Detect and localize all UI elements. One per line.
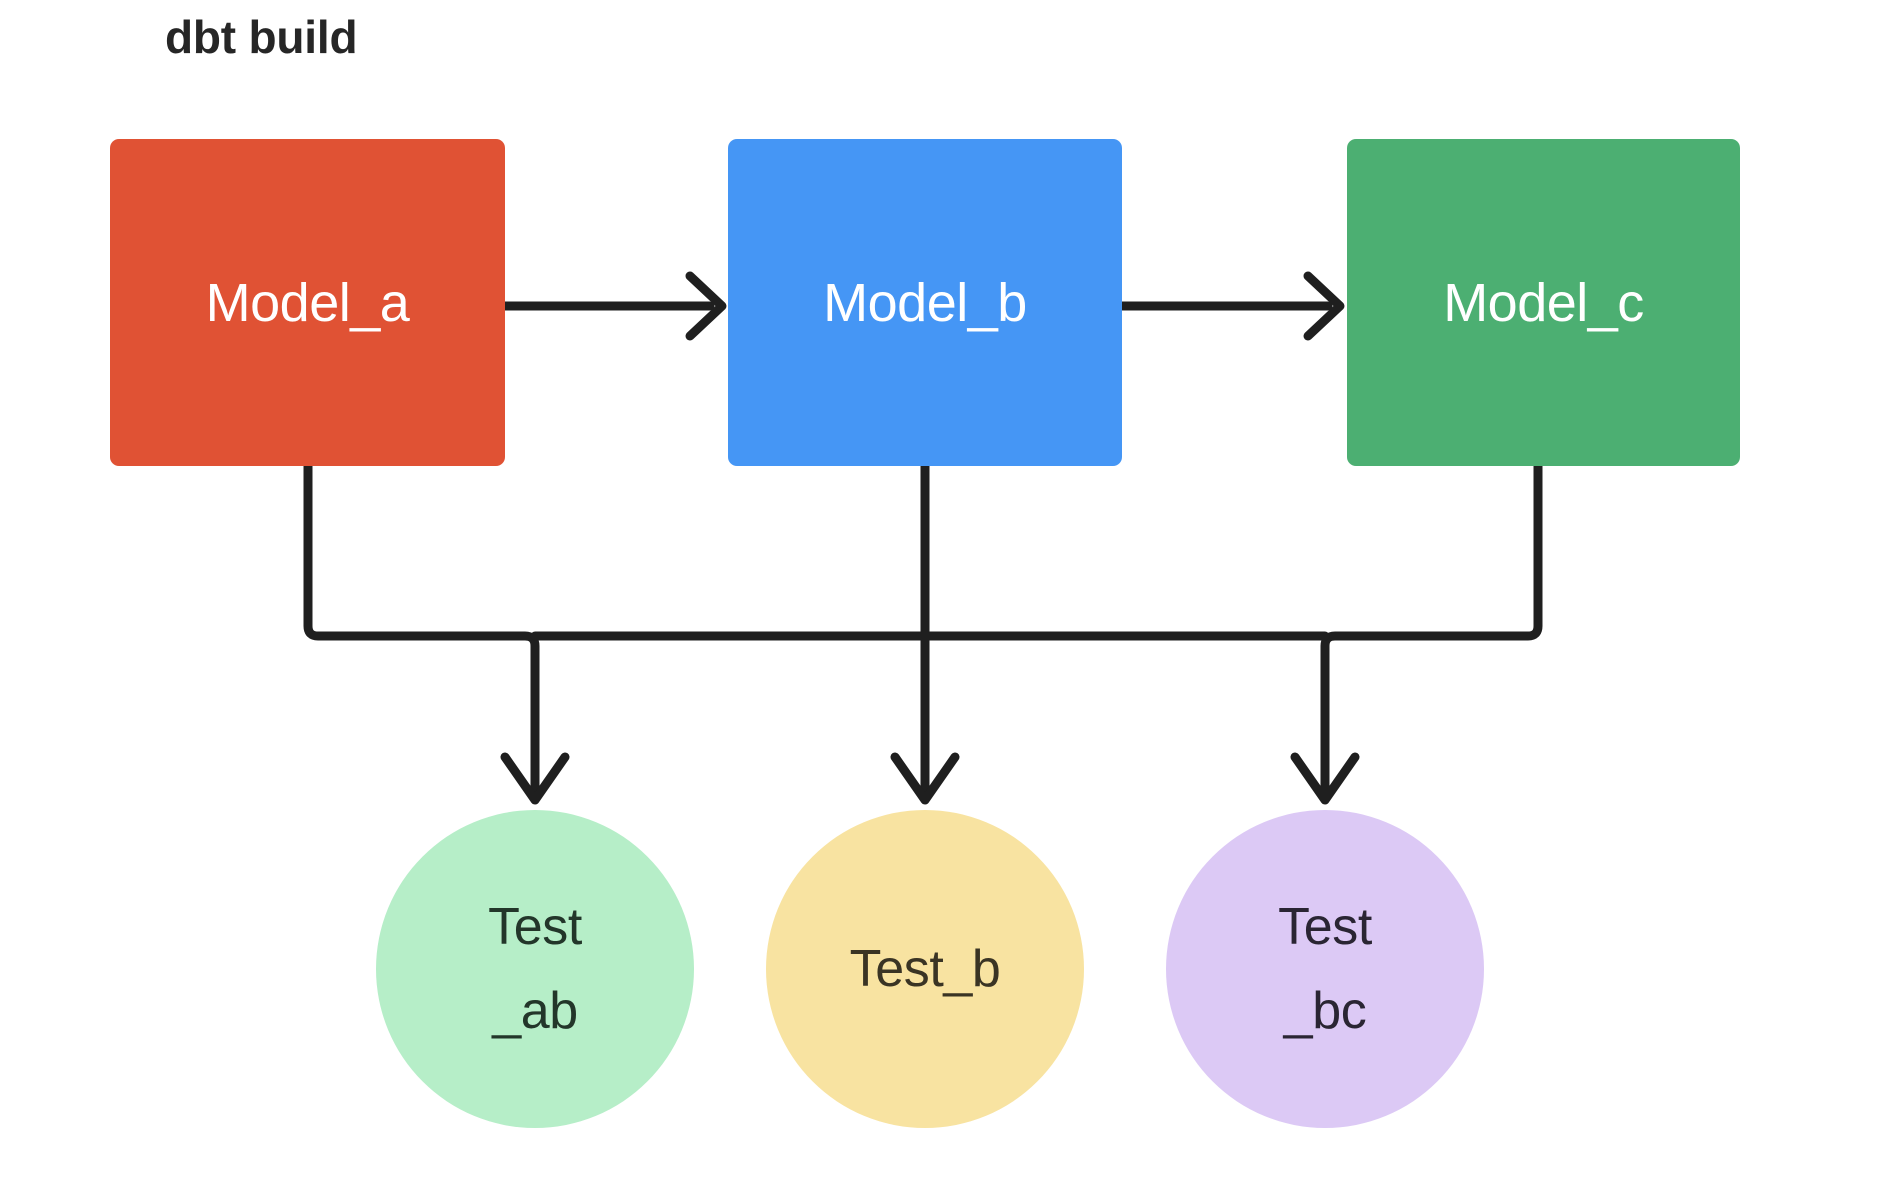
edge-model-b-to-model-c (1117, 271, 1345, 341)
diagram-title: dbt build (165, 11, 358, 63)
edge-model-b-to-test-b (890, 461, 960, 805)
edge-model-c-to-test-bc (1290, 461, 1543, 805)
node-test-ab-label-line1: Test (488, 897, 582, 956)
node-test-b-label-line1: Test_b (849, 939, 1001, 998)
node-test-bc-label-line2: _bc (1283, 982, 1367, 1040)
node-test-bc-label-line1: Test (1278, 897, 1372, 956)
node-model-a[interactable]: Model_a (110, 139, 505, 466)
edge-model-a-to-test-ab (303, 461, 570, 805)
node-test-bc[interactable]: Test _bc (1166, 810, 1484, 1128)
node-model-c-label: Model_c (1443, 272, 1644, 333)
node-test-ab-label-line2: _ab (492, 982, 578, 1040)
node-model-c[interactable]: Model_c (1347, 139, 1740, 466)
edge-model-a-to-model-b (500, 271, 727, 341)
node-test-ab[interactable]: Test _ab (376, 810, 694, 1128)
node-model-a-label: Model_a (205, 272, 410, 333)
node-test-b[interactable]: Test_b (766, 810, 1084, 1128)
node-model-b[interactable]: Model_b (728, 139, 1122, 466)
node-model-b-label: Model_b (823, 272, 1027, 333)
